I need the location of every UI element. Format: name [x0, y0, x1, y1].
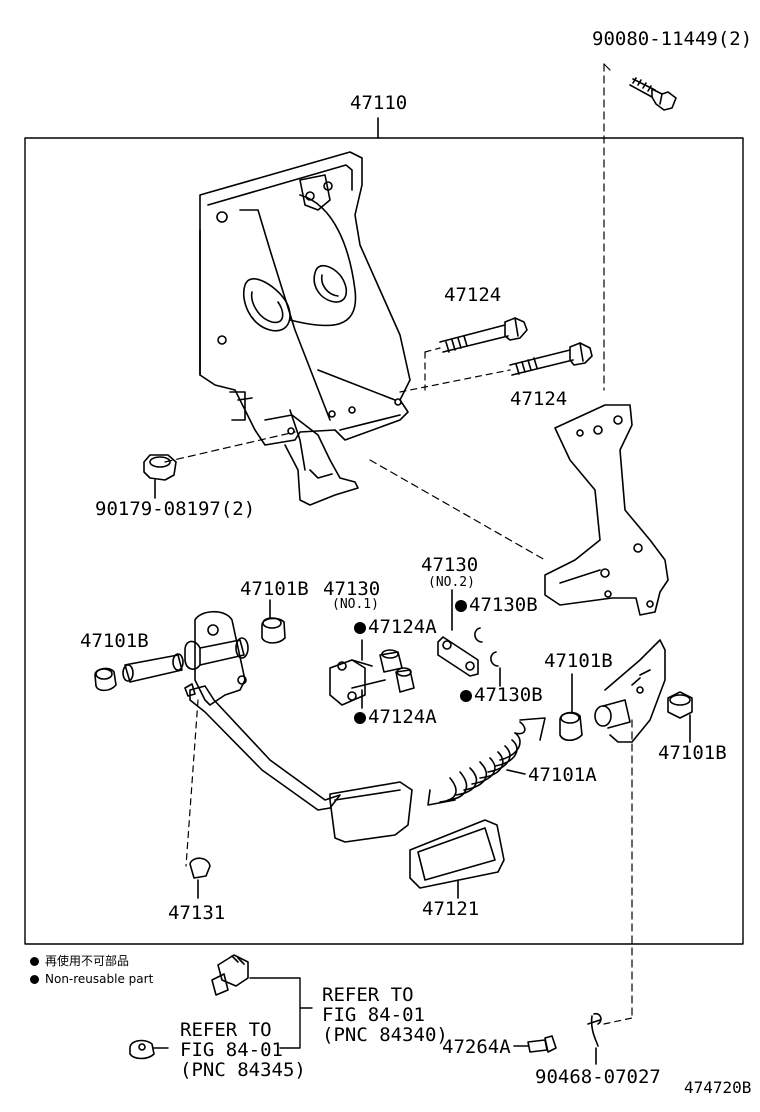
- label-link-47130-left: 47130: [323, 578, 381, 600]
- label-pin-47124a-upper: 47124A: [354, 618, 437, 637]
- refer2-line3: (PNC 84345): [180, 1059, 306, 1081]
- label-bush-47101b-right-upper: 47101B: [544, 650, 613, 672]
- bullet-icon: [30, 957, 39, 966]
- pedal-bracket-part: [199, 151, 411, 506]
- bushing-upper-part: [261, 617, 286, 644]
- label-bush-47101b-right-lower: 47101B: [658, 742, 727, 764]
- label-cushion: 47264A: [442, 1036, 511, 1058]
- label-bolt-top: 90080-11449(2): [592, 28, 753, 50]
- label-no1: (NO.1): [332, 597, 379, 612]
- clip-lower-part: [490, 651, 499, 667]
- side-bracket-part: [544, 404, 669, 616]
- stopper-part: [189, 857, 211, 879]
- bolt-47124-upper-part: [439, 317, 528, 353]
- refer1-line2: FIG 84-01: [322, 1004, 425, 1026]
- label-clip-47130b-lower: 47130B: [460, 686, 543, 705]
- label-assembly: 47110: [350, 92, 408, 114]
- assembly-frame: [24, 137, 744, 945]
- label-stopper: 47131: [168, 902, 226, 924]
- bullet-icon: [30, 975, 39, 984]
- label-bolt-47124-lower: 47124: [510, 388, 568, 410]
- label-bush-47101b-upper: 47101B: [240, 578, 309, 600]
- pedal-shaft-part: [122, 653, 184, 683]
- bushing-left-part: [94, 667, 117, 692]
- bushing-right-upper-part: [559, 711, 583, 742]
- switch-part: [129, 1039, 155, 1060]
- clip-upper-part: [474, 627, 483, 643]
- nut-part: [143, 454, 177, 481]
- dash-stopper: [185, 699, 199, 867]
- bolt-47124-lower-part: [509, 342, 593, 376]
- bushing-right-lower-part: [667, 691, 693, 719]
- refer1-line1: REFER TO: [322, 984, 414, 1006]
- label-pin-47124a-lower: 47124A: [354, 708, 437, 727]
- pedal-arm-right-part: [594, 639, 666, 743]
- refer2-line1: REFER TO: [180, 1019, 272, 1041]
- label-link-47130-right: 47130: [421, 554, 479, 576]
- pedal-pad-part: [409, 819, 505, 889]
- label-clip-bottom: 90468-07027: [535, 1066, 661, 1088]
- sensor-part: [211, 954, 249, 996]
- refer1-line3: (PNC 84340): [322, 1024, 448, 1046]
- label-spring: 47101A: [528, 764, 597, 786]
- refer2-line2: FIG 84-01: [180, 1039, 283, 1061]
- label-bolt-47124-upper: 47124: [444, 284, 502, 306]
- label-figure-code: 474720B: [684, 1078, 752, 1097]
- label-no2: (NO.2): [428, 575, 475, 590]
- cushion-part: [527, 1035, 557, 1053]
- legend-en: Non-reusable part: [30, 973, 153, 985]
- link-no1-part: [329, 659, 386, 706]
- pin-lower-part: [395, 667, 415, 693]
- link-no2-part: [437, 636, 479, 677]
- clip-bottom-part: [587, 1012, 602, 1047]
- return-spring-part: [427, 717, 546, 806]
- label-pad: 47121: [422, 898, 480, 920]
- label-bush-47101b-left: 47101B: [80, 630, 149, 652]
- label-nut: 90179-08197(2): [95, 498, 256, 520]
- brake-pedal-part: [184, 610, 413, 843]
- label-clip-47130b-upper: 47130B: [455, 596, 538, 615]
- bolt-top-part: [629, 77, 677, 111]
- legend-jp: 再使用不可部品: [30, 955, 129, 967]
